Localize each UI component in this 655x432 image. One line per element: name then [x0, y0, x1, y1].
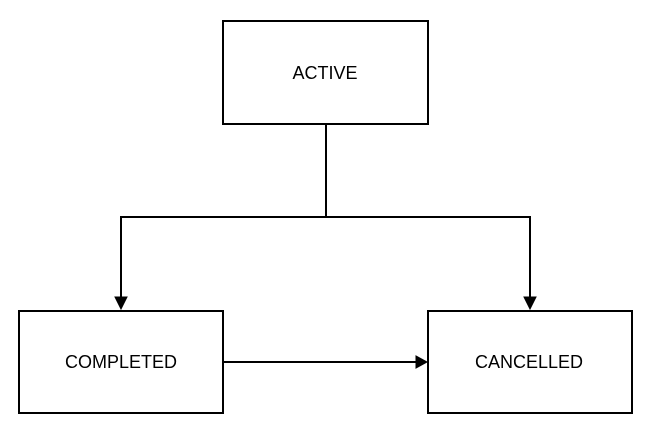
node-active[interactable]: ACTIVE	[222, 20, 429, 125]
node-completed-box	[18, 310, 224, 414]
node-completed-label: COMPLETED	[65, 352, 177, 372]
edge-active-to-cancelled	[326, 216, 537, 311]
node-cancelled-box	[427, 310, 633, 414]
edge-active-to-completed	[114, 124, 327, 311]
node-cancelled[interactable]: CANCELLED	[427, 310, 633, 414]
node-completed[interactable]: COMPLETED	[18, 310, 224, 414]
node-cancelled-label: CANCELLED	[475, 352, 583, 372]
node-active-box	[222, 20, 429, 125]
node-active-label: ACTIVE	[292, 63, 357, 83]
edge-completed-to-cancelled	[223, 355, 429, 369]
